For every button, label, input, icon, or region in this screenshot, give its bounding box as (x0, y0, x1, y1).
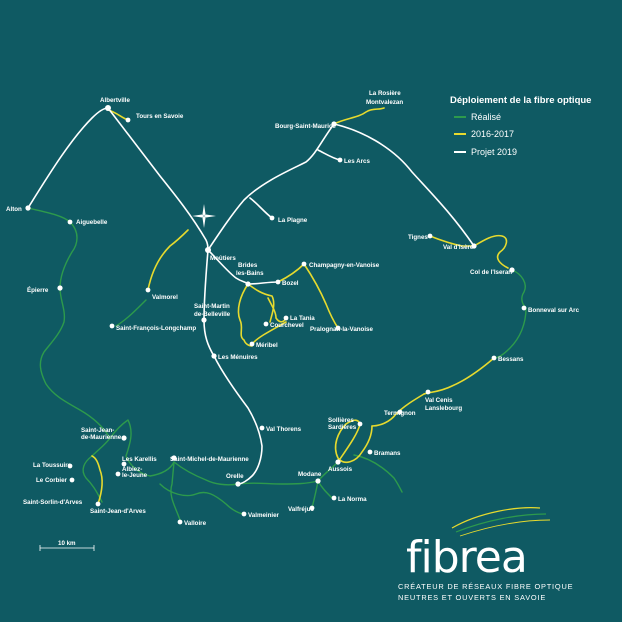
place-label: le-Jeune (122, 472, 148, 479)
place-label: de-Belleville (194, 311, 231, 318)
place-label: Bourg-Saint-Maurice (275, 123, 336, 130)
place-label: Bonneval sur Arc (528, 307, 580, 314)
place-label: les-Bains (236, 270, 264, 277)
place-label: Pralognan-la-Vanoise (310, 326, 373, 333)
deploy-2016-2017-network (91, 107, 509, 505)
place-label: Aiguebelle (76, 219, 108, 226)
place-label: Orelle (226, 473, 244, 480)
legend: Déploiement de la fibre optique Réalisé … (450, 95, 591, 157)
brand-tagline-2: NEUTRES ET OUVERTS EN SAVOIE (398, 593, 546, 602)
place-label: Col de l'Iseran (470, 269, 512, 276)
place-label: Aussois (328, 466, 353, 473)
place-label: Bessans (498, 356, 524, 363)
place-label: Courchevel (270, 322, 304, 329)
station-markers (25, 105, 527, 525)
place-label: Saint-Jean-d'Arves (90, 508, 146, 515)
fibrea-logo: fibrea CRÉATEUR DE RÉSEAUX FIBRE OPTIQUE… (398, 507, 573, 602)
place-label: Sollières (328, 417, 354, 424)
place-label: Val Cenis (425, 397, 453, 404)
place-label: Albiez- (122, 466, 142, 473)
place-label: Méribel (256, 342, 278, 349)
place-label: Valfréjus (288, 506, 314, 513)
place-label: Lanslebourg (425, 405, 462, 412)
place-label: Val d'Isère (443, 244, 474, 251)
legend-item-2016-2017: 2016-2017 (471, 129, 514, 139)
place-label: Brides (238, 262, 258, 269)
scale-bar: 10 km (39, 540, 95, 551)
place-label: Albertville (100, 97, 130, 104)
place-label: Val Thorens (266, 426, 302, 433)
place-label: Tignes (408, 234, 428, 241)
projet-2019-network (27, 107, 475, 485)
place-label: Valmorel (152, 294, 178, 301)
brand-tagline-1: CRÉATEUR DE RÉSEAUX FIBRE OPTIQUE (398, 582, 573, 591)
place-label: Valloire (184, 520, 207, 527)
place-label: Alton (6, 206, 22, 213)
place-label: Saint-Michel-de-Maurienne (170, 456, 249, 463)
place-label: Saint-François-Longchamp (116, 325, 196, 332)
place-label: Modane (298, 471, 322, 478)
place-label: La Plagne (278, 217, 308, 224)
place-label: Épierre (27, 286, 49, 294)
legend-title: Déploiement de la fibre optique (450, 95, 591, 106)
place-label: Sardières (328, 424, 357, 431)
place-label: de-Maurienne (81, 434, 122, 441)
place-label: Les Arcs (344, 158, 370, 165)
place-label: Moûtiers (210, 255, 236, 262)
place-label: La Rosière (369, 90, 401, 97)
place-label: Montvalezan (366, 99, 403, 106)
place-label: La Norma (338, 496, 367, 503)
place-label: Les Ménuires (218, 354, 258, 361)
legend-item-projet-2019: Projet 2019 (471, 147, 517, 157)
place-label: Saint-Jean- (81, 427, 114, 434)
legend-item-realise: Réalisé (471, 112, 501, 122)
place-label: Tours en Savoie (136, 113, 184, 120)
place-label: Valmeinier (248, 512, 280, 519)
place-label: Saint-Martin (194, 303, 230, 310)
place-label: Saint-Sorlin-d'Arves (23, 499, 83, 506)
place-label: Bramans (374, 450, 401, 457)
place-label: Les Karellis (122, 456, 157, 463)
place-label: Champagny-en-Vanoise (309, 262, 380, 269)
place-label: Bozel (282, 280, 299, 287)
place-label: Termignon (384, 410, 416, 417)
place-labels: Albertville Tours en Savoie Alton Aigueb… (6, 90, 580, 527)
brand-name: fibrea (406, 532, 527, 583)
realise-network (27, 207, 527, 521)
place-label: La Toussuire (33, 462, 72, 469)
place-label: La Tania (290, 315, 315, 322)
compass-icon (192, 204, 216, 228)
scale-label: 10 km (58, 540, 76, 547)
place-label: Le Corbier (36, 477, 68, 484)
